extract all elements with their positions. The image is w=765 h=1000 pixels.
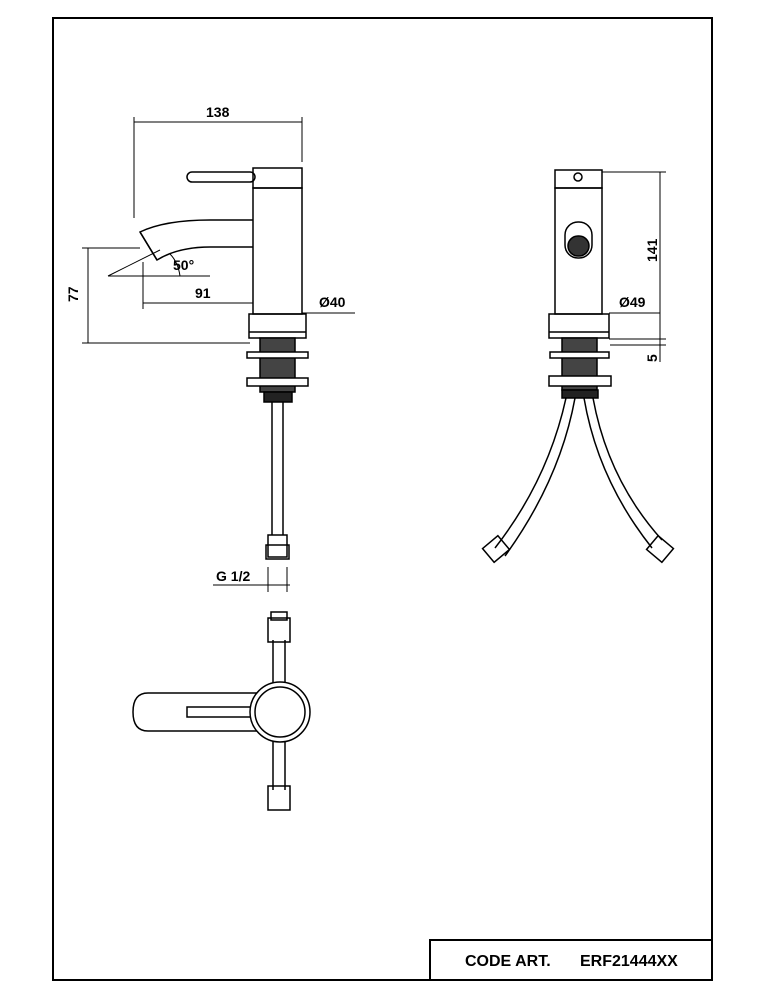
dimension-50-degrees [107, 249, 210, 277]
front-hose-left [494, 397, 576, 557]
dimension-138 [133, 117, 303, 218]
drawing-border [52, 17, 713, 981]
dim-40-label: Ø40 [319, 294, 346, 310]
body-cap [252, 167, 303, 189]
dim-91-label: 91 [195, 285, 211, 301]
top-view [132, 611, 311, 811]
front-view [481, 169, 675, 564]
base-ring [248, 313, 307, 339]
dim-49-label: Ø49 [619, 294, 646, 310]
top-hose-nut-bottom [267, 785, 291, 811]
code-value: ERF21444XX [580, 953, 678, 970]
top-body-outer [249, 681, 311, 743]
dim-5-label: 5 [644, 354, 660, 362]
dimension-91 [142, 262, 253, 309]
hose-nut [267, 534, 288, 558]
faucet-body [252, 187, 303, 315]
front-hose-right [583, 397, 663, 549]
dim-138-label: 138 [206, 104, 230, 120]
dim-77-label: 77 [65, 286, 81, 302]
front-base-ring [548, 313, 610, 339]
dimension-77 [82, 247, 250, 344]
aerator [564, 221, 593, 259]
lever-handle [186, 171, 256, 183]
dim-141-label: 141 [644, 238, 660, 262]
code-label: CODE ART. [465, 953, 551, 970]
side-view [82, 117, 355, 592]
spout [138, 219, 253, 262]
dim-50-label: 50° [173, 257, 194, 273]
top-hose-nut-top [267, 617, 291, 643]
dim-thread-label: G 1/2 [216, 568, 250, 584]
title-block [429, 939, 713, 981]
dimension-141 [602, 171, 666, 362]
